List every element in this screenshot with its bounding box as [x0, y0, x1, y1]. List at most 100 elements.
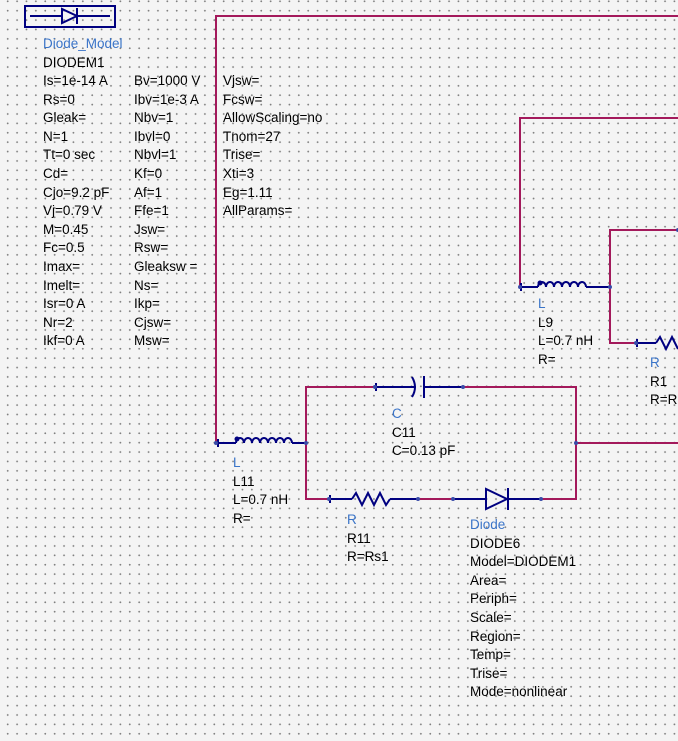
param-line: Ibvl=0: [134, 128, 171, 144]
resistor-r1[interactable]: [636, 334, 678, 352]
param-line: Fc=0.5: [43, 240, 85, 256]
component-params: L=0.7 nH R=: [538, 332, 593, 369]
param-line: Mode=nonlinear: [470, 684, 568, 700]
wire-c11-right[interactable]: [463, 386, 577, 500]
param-line: Periph=: [470, 591, 517, 607]
component-type: Diode: [470, 517, 506, 532]
wire-l9-r1[interactable]: [609, 287, 636, 344]
component-name: L11: [233, 473, 255, 489]
param-line: Imelt=: [43, 277, 81, 293]
param-line: Fcsw=: [223, 91, 263, 107]
pin-markers: [214, 228, 678, 501]
param-line: Tt=0 sec: [43, 147, 96, 163]
component-type: C: [392, 406, 402, 421]
component-params: R=Rs1: [347, 548, 389, 567]
resistor-r11-label[interactable]: R R11 R=Rs1: [347, 511, 389, 567]
capacitor-c11-label[interactable]: C C11 C=0.13 pF: [392, 405, 455, 461]
param-line: Rsw=: [134, 240, 169, 256]
component-type: L: [538, 296, 546, 311]
param-line: Nr=2: [43, 314, 73, 330]
param-line: R=Rs1: [347, 549, 389, 565]
diode-model-label[interactable]: Diode_Model DIODEM1: [43, 35, 123, 72]
param-line: Temp=: [470, 647, 511, 663]
param-line: R=R: [650, 392, 678, 408]
diode-model-name: DIODEM1: [43, 54, 105, 70]
param-line: Cjsw=: [134, 314, 172, 330]
param-line: Scale=: [470, 609, 512, 625]
param-line: Area=: [470, 572, 507, 588]
wire-left-node[interactable]: [305, 386, 375, 443]
param-line: Gleak=: [43, 110, 87, 126]
diode-model-symbol[interactable]: [24, 5, 116, 28]
param-line: L=0.7 nH: [538, 333, 594, 349]
param-line: M=0.45: [43, 221, 89, 237]
component-name: L9: [538, 314, 554, 330]
param-line: Ikp=: [134, 296, 160, 312]
component-type: L: [233, 455, 241, 470]
resistor-r1-label[interactable]: R R1 R=R: [650, 354, 677, 410]
component-name: C11: [392, 424, 416, 440]
param-line: Jsw=: [134, 221, 166, 237]
param-line: Cjo=9.2 pF: [43, 184, 110, 200]
component-name: R11: [347, 530, 371, 546]
param-line: Kf=0: [134, 165, 163, 181]
capacitor-c11[interactable]: [375, 376, 463, 398]
param-line: AllParams=: [223, 203, 293, 219]
component-params: R=R: [650, 391, 677, 410]
param-line: R=: [538, 351, 556, 367]
param-line: Nbvl=1: [134, 147, 177, 163]
param-line: Af=1: [134, 184, 163, 200]
param-line: AllowScaling=no: [223, 110, 323, 126]
param-line: Msw=: [134, 333, 170, 349]
param-line: Ns=: [134, 277, 159, 293]
param-line: Tnom=27: [223, 128, 281, 144]
diode-model-type: Diode_Model: [43, 36, 123, 51]
inductor-l9[interactable]: [520, 280, 610, 292]
component-type: R: [650, 355, 660, 370]
param-line: N=1: [43, 128, 69, 144]
component-name: DIODE6: [470, 535, 521, 551]
resistor-r11[interactable]: [329, 490, 418, 508]
param-line: L=0.7 nH: [233, 492, 289, 508]
param-line: Gleaksw =: [134, 258, 198, 274]
param-line: Isr=0 A: [43, 296, 86, 312]
inductor-l9-label[interactable]: L L9 L=0.7 nH R=: [538, 295, 593, 369]
component-name: R1: [650, 373, 668, 389]
param-line: Ffe=1: [134, 203, 169, 219]
param-line: Imax=: [43, 258, 81, 274]
param-line: Nbv=1: [134, 110, 174, 126]
param-line: C=0.13 pF: [392, 443, 456, 459]
component-type: R: [347, 512, 357, 527]
param-line: Region=: [470, 628, 521, 644]
param-line: Trise=: [470, 665, 508, 681]
param-line: Ikf=0 A: [43, 333, 85, 349]
param-line: Vj=0.79 V: [43, 203, 102, 219]
param-line: Rs=0: [43, 91, 75, 107]
wire-l9-branch[interactable]: [519, 117, 678, 287]
diode-d6[interactable]: [453, 487, 541, 511]
param-line: Xti=3: [223, 165, 255, 181]
wire-left-node-lower[interactable]: [305, 443, 329, 500]
inductor-l11[interactable]: [216, 436, 306, 448]
wire-r1-branch[interactable]: [609, 229, 678, 287]
component-params: L=0.7 nH R=: [233, 491, 288, 528]
param-line: R=: [233, 510, 251, 526]
component-params: C=0.13 pF: [392, 442, 455, 461]
param-line: Cd=: [43, 165, 69, 181]
param-line: Ibv=1e-3 A: [134, 91, 199, 107]
param-line: Bv=1000 V: [134, 73, 201, 88]
inductor-l11-label[interactable]: L L11 L=0.7 nH R=: [233, 454, 288, 528]
param-line: Vjsw=: [223, 73, 260, 88]
param-line: Model=DIODEM1: [470, 554, 577, 570]
wire-top[interactable]: [215, 15, 678, 443]
wires: [215, 15, 678, 500]
param-line: Eg=1.11: [223, 184, 273, 200]
param-line: Is=1e-14 A: [43, 73, 108, 88]
param-line: Trise=: [223, 147, 261, 163]
